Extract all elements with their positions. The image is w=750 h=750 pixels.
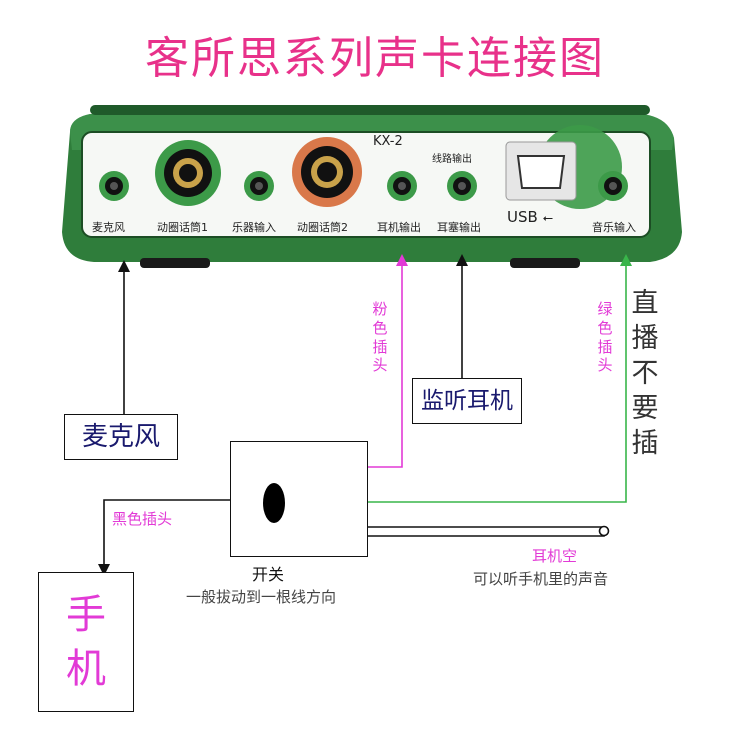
device-model: KX-2	[373, 134, 403, 149]
wire-black-plug	[103, 499, 230, 568]
green-plug-label: 绿色插头	[595, 300, 615, 375]
device-foot-right	[510, 258, 580, 268]
jack-combo-1	[164, 149, 212, 197]
port-label-combo-2: 动圈话筒2	[297, 221, 348, 234]
switch-label: 开关	[252, 565, 285, 584]
arrow-green	[620, 254, 632, 266]
pink-plug-text: 粉色插头	[372, 300, 388, 375]
monitor-headphones-box: 监听耳机	[412, 378, 522, 424]
earphone-plug-end	[598, 525, 610, 537]
pink-plug-label: 粉色插头	[370, 300, 390, 375]
green-plug-text: 绿色插头	[597, 300, 613, 375]
switch-hint: 一般拔动到一根线方向	[186, 588, 337, 606]
port-label-mic: 麦克风	[92, 221, 125, 234]
no-plug-live-label: 直播不要插	[628, 286, 662, 461]
phone-box: 手机	[38, 572, 134, 712]
black-plug-label: 黑色插头	[112, 510, 173, 528]
arrow-pink	[396, 254, 408, 266]
port-label-headphone-out: 耳机输出	[377, 221, 421, 234]
wire-green	[368, 262, 627, 503]
page-title: 客所思系列声卡连接图	[145, 33, 605, 84]
port-label-music-in: 音乐输入	[592, 221, 636, 234]
wire-pink	[368, 262, 403, 468]
port-label-earbud-out: 耳塞输出	[437, 221, 481, 234]
switch-box	[230, 441, 368, 557]
earphone-hint: 可以听手机里的声音	[473, 570, 609, 588]
jack-mic	[99, 171, 129, 201]
usb-port	[505, 141, 577, 201]
port-label-combo-1: 动圈话筒1	[157, 221, 208, 234]
jack-headphone-out	[387, 171, 417, 201]
earphone-empty-label: 耳机空	[532, 547, 578, 565]
jack-earbud-out	[447, 171, 477, 201]
usb-label: USB ⭠	[507, 208, 553, 226]
wire-earphone-empty	[368, 526, 605, 537]
jack-music-in	[598, 171, 628, 201]
phone-text: 手机	[66, 592, 106, 692]
microphone-box: 麦克风	[64, 414, 178, 460]
jack-instrument	[244, 171, 274, 201]
line-out-group-label: 线路输出	[432, 154, 472, 165]
no-plug-live-text: 直播不要插	[631, 288, 659, 460]
sound-card-top-edge	[90, 105, 650, 115]
arrow-monitor	[456, 254, 468, 266]
usb-icon: ⭠	[542, 211, 553, 226]
arrow-phone	[98, 564, 110, 576]
jack-combo-2	[292, 137, 362, 207]
switch-knob	[263, 483, 285, 523]
arrow-mic	[118, 260, 130, 272]
usb-text: USB	[507, 208, 538, 226]
device-foot-left	[140, 258, 210, 268]
port-label-instrument: 乐器输入	[232, 221, 276, 234]
